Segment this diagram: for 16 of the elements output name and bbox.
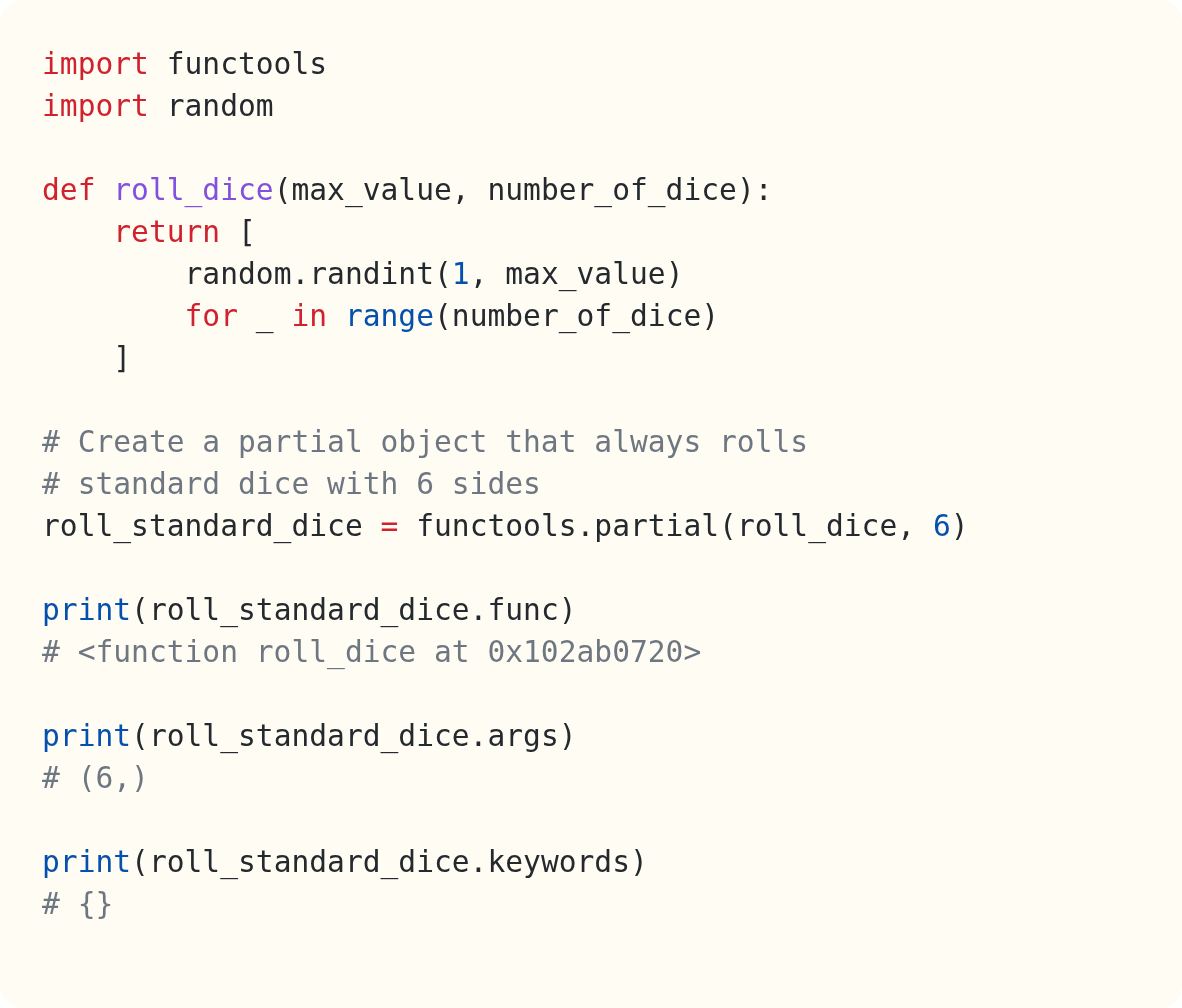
code-line: # {} xyxy=(42,886,114,923)
code-line: roll_standard_dice = functools.partial(roll_dice, 6) xyxy=(42,508,969,546)
code-line: # <function roll_dice at 0x102ab0720> xyxy=(42,634,702,672)
code-line: def roll_dice(max_value, number_of_dice): xyxy=(42,172,773,210)
code-line: # Create a partial object that always rolls xyxy=(42,424,809,461)
code-line: ] xyxy=(113,340,132,377)
code-line: import random xyxy=(42,88,274,125)
code-line: return [ xyxy=(113,214,256,251)
code-line: # standard dice with 6 sides xyxy=(42,466,541,503)
code-line: # (6,) xyxy=(42,760,149,797)
code-line: import functools xyxy=(42,46,328,83)
code-line: for _ in range(number_of_dice) xyxy=(184,298,720,336)
code-line: print(roll_standard_dice.func) xyxy=(42,592,577,630)
code-line: print(roll_standard_dice.keywords) xyxy=(42,844,648,882)
code-line: random.randint(1, max_value) xyxy=(184,256,684,294)
code-line: print(roll_standard_dice.args) xyxy=(42,718,577,756)
